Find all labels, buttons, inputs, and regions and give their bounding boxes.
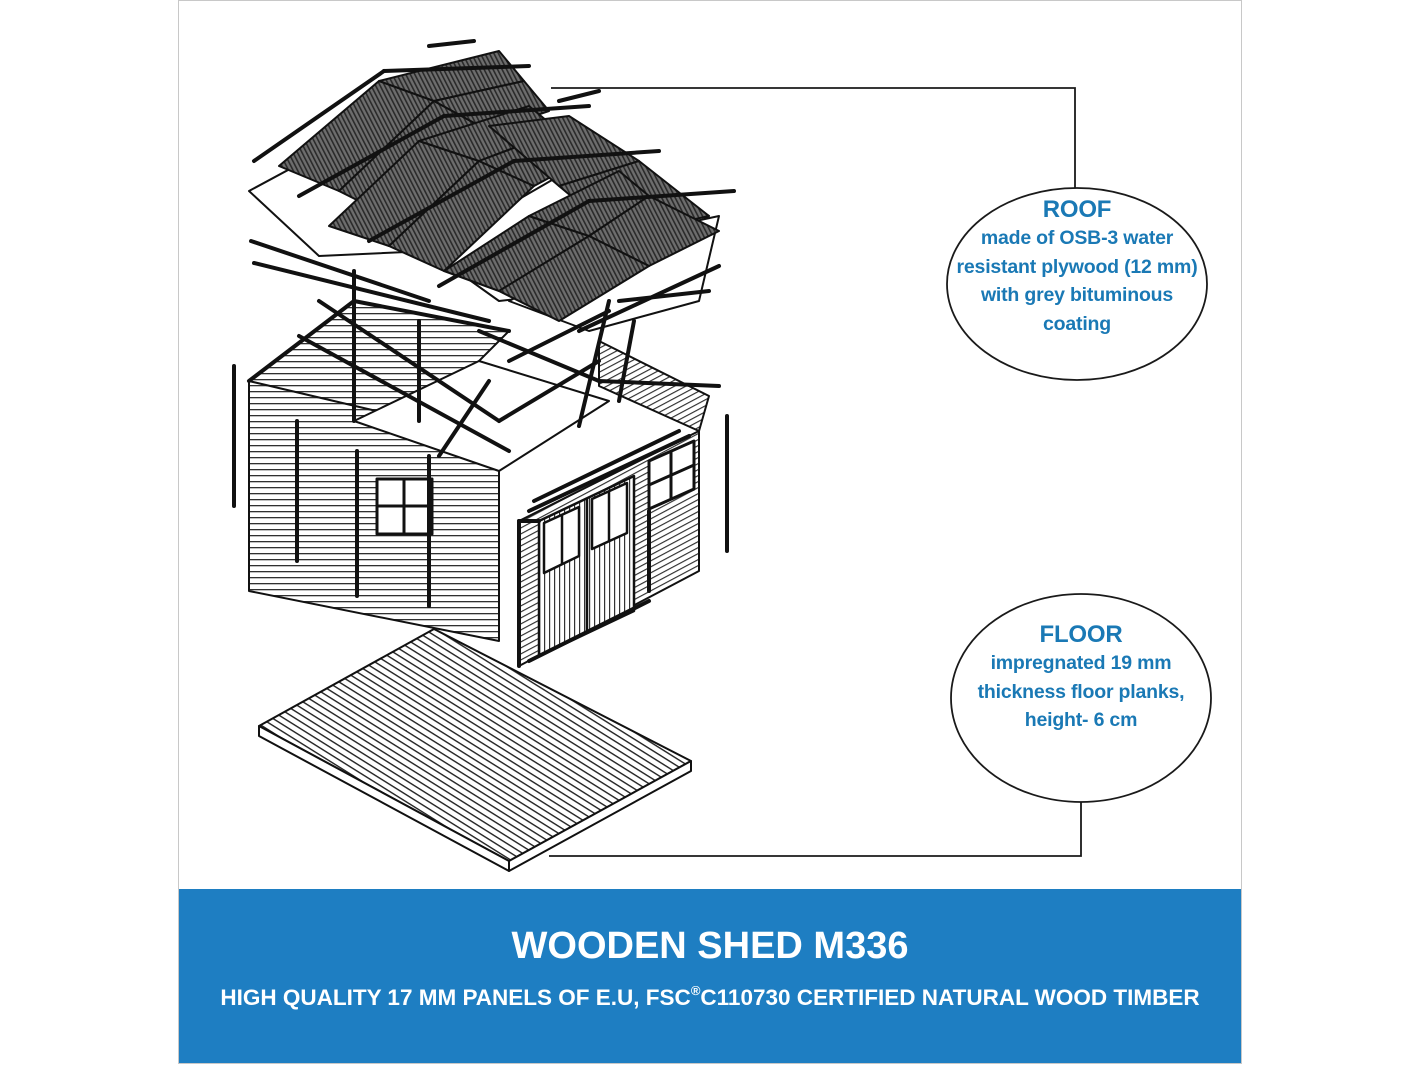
- floor-edge: [508, 760, 692, 872]
- roof-callout-line: coating: [1043, 312, 1111, 335]
- floor-callout-line: height- 6 cm: [1024, 709, 1138, 731]
- frame-beams: [232, 269, 729, 668]
- floor-callout-ellipse: [950, 593, 1212, 803]
- side-window: [647, 439, 696, 511]
- roof-panel: [498, 235, 650, 322]
- registered-mark: ®: [690, 983, 701, 998]
- roof-callout-line: resistant plywood (12 mm): [956, 255, 1198, 278]
- roof-trim-boards: [249, 39, 736, 333]
- floor-callout-heading: FLOOR: [1039, 621, 1123, 648]
- subtitle-text-start: HIGH QUALITY 17 MM PANELS OF E.U, FSC: [220, 985, 691, 1010]
- front-window: [375, 477, 434, 536]
- shed-exploded-diagram: [232, 39, 1212, 872]
- floor-assembly: [258, 628, 692, 872]
- floor-leader-line: [549, 801, 1082, 857]
- roof-callout-line: with grey bituminous: [980, 284, 1174, 306]
- product-frame: ROOF made of OSB-3 water resistant plywo…: [178, 0, 1242, 1064]
- floor-callout-line: impregnated 19 mm: [990, 652, 1172, 674]
- roof-callout-line: made of OSB-3 water: [980, 227, 1174, 249]
- roof-callout-ellipse: [946, 187, 1208, 381]
- roof-leader-line: [551, 87, 1076, 191]
- product-banner: WOODEN SHED M336 HIGH QUALITY 17 MM PANE…: [179, 889, 1241, 1063]
- product-subtitle: HIGH QUALITY 17 MM PANELS OF E.U, FSC®C1…: [179, 983, 1241, 1013]
- subtitle-text-end: C110730 CERTIFIED NATURAL WOOD TIMBER: [700, 985, 1200, 1010]
- roof-assembly: [248, 39, 736, 333]
- double-door: [537, 474, 636, 658]
- product-title: WOODEN SHED M336: [511, 925, 909, 967]
- floor-deck: [258, 628, 692, 862]
- roof-callout: ROOF made of OSB-3 water resistant plywo…: [947, 196, 1207, 338]
- wall-assembly: [232, 269, 729, 668]
- floor-callout-line: thickness floor planks,: [977, 680, 1185, 703]
- roof-callout-heading: ROOF: [1042, 196, 1112, 223]
- floor-callout: FLOOR impregnated 19 mm thickness floor …: [951, 621, 1211, 735]
- callout-graphics: [549, 87, 1212, 857]
